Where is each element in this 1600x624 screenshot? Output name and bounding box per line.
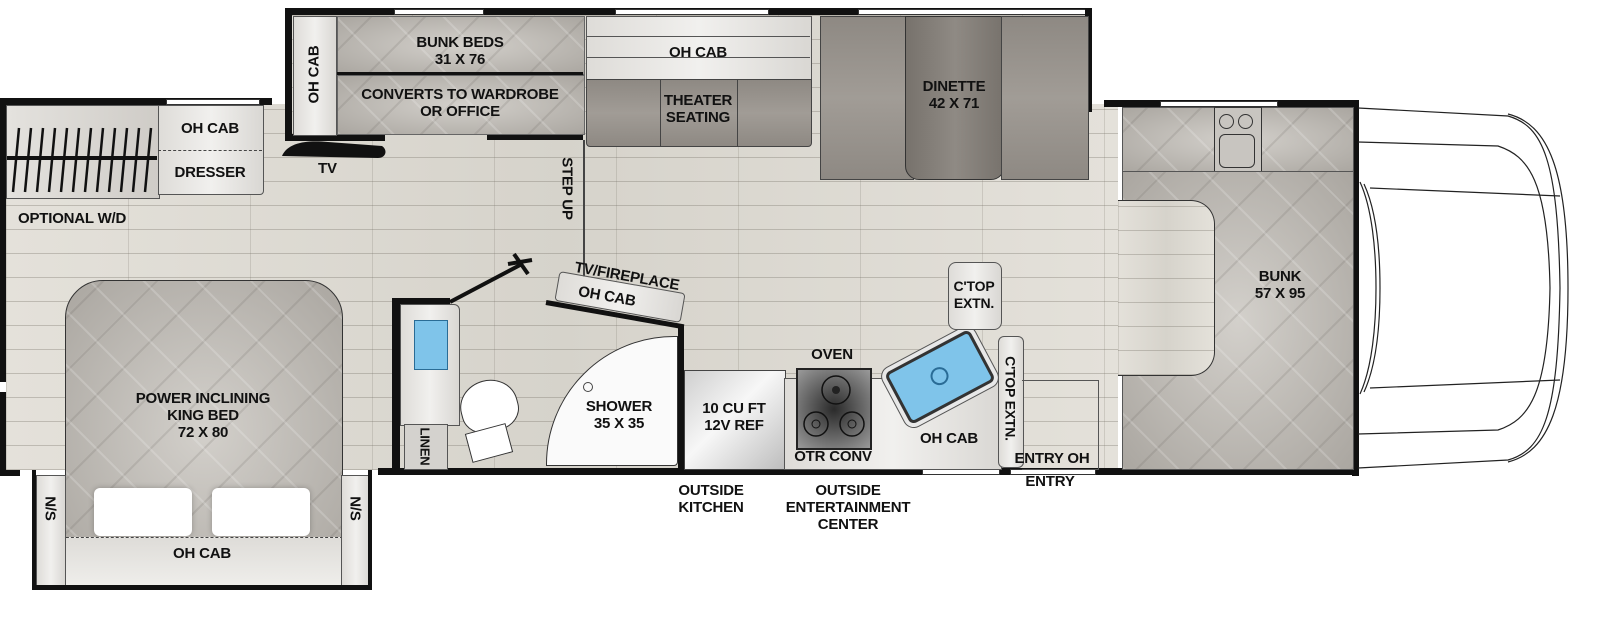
divider-dashed xyxy=(158,150,262,151)
nightstand-left xyxy=(36,475,66,587)
theater-seat-2 xyxy=(660,79,738,147)
hanging-rod-icon xyxy=(7,127,157,193)
stovetop-icon xyxy=(796,368,872,450)
bath-wall-top xyxy=(392,298,450,304)
refrigerator xyxy=(684,370,786,470)
bed-slide-wall-bottom xyxy=(32,585,372,590)
laundry-closet xyxy=(6,105,160,199)
bunk-label: BUNK 57 X 95 xyxy=(1254,268,1306,302)
shower-label: SHOWER 35 X 35 xyxy=(585,398,653,432)
wall-bottom-main xyxy=(378,468,1359,475)
bunk-beds-label: BUNK BEDS 31 X 76 xyxy=(416,34,504,68)
theater-cab-lines xyxy=(586,36,810,58)
bunk-oh-cab-label: OH CAB xyxy=(305,45,323,104)
wall-front-right xyxy=(1352,100,1359,476)
theater-label: THEATER SEATING xyxy=(663,92,733,126)
fridge-label: 10 CU FT 12V REF xyxy=(702,400,766,434)
cab-bunk-upper xyxy=(1122,107,1354,173)
wall-bunk-bottom xyxy=(285,134,385,141)
rear-oh-cab-label: OH CAB xyxy=(181,120,239,137)
truck-cab-outline-icon xyxy=(1358,107,1569,469)
step-up-line xyxy=(583,140,585,300)
entry-label: ENTRY xyxy=(1025,473,1075,490)
window-dinette xyxy=(858,9,1092,15)
wall-bunk-bottom-2 xyxy=(487,134,583,140)
bunk-divider xyxy=(337,72,583,75)
oven-label: OVEN xyxy=(811,346,853,363)
bath-wall-left xyxy=(392,298,400,470)
entry-oh-label: ENTRY OH xyxy=(1014,450,1090,467)
theater-oh-cabinet xyxy=(586,16,812,81)
bed-oh-cab-label: OH CAB xyxy=(173,545,231,562)
wall-slide-left xyxy=(285,8,292,138)
ctop-extension-1 xyxy=(948,262,1002,330)
bed-oh-cabinet xyxy=(36,537,368,586)
dinette-bench-left xyxy=(820,16,914,180)
window-theater xyxy=(615,9,769,15)
tv-icon xyxy=(282,141,386,158)
theater-seat-3 xyxy=(737,79,812,147)
wall-bottom-left xyxy=(0,470,20,476)
pillow-right xyxy=(212,488,310,536)
wardrobe-mattress xyxy=(337,75,585,135)
burner-icon xyxy=(803,375,865,437)
ctop-extn-1-label: C'TOP EXTN. xyxy=(953,278,995,311)
kitchen-oh-cab-label: OH CAB xyxy=(920,430,978,447)
ctop-extn-2-label: C'TOP EXTN. xyxy=(1002,356,1019,441)
door-swing-icon xyxy=(449,252,533,304)
wall-rear-top xyxy=(0,98,272,105)
otr-conv-label: OTR CONV xyxy=(794,448,872,465)
cab-bunk-cutout xyxy=(1118,200,1215,376)
entry-step xyxy=(1022,380,1099,470)
dinette-bench-right xyxy=(1001,16,1089,180)
wardrobe-label: CONVERTS TO WARDROBE OR OFFICE xyxy=(361,86,559,120)
theater-seat-1 xyxy=(586,79,661,147)
shower-wall-right xyxy=(678,326,684,470)
bath-sink-icon xyxy=(414,320,448,370)
wall-rear-left-lower xyxy=(0,392,6,474)
drain-icon xyxy=(927,363,952,389)
window-cab-bunk xyxy=(1160,101,1278,107)
dinette-label: DINETTE 42 X 71 xyxy=(922,78,986,112)
linen-closet xyxy=(404,424,448,470)
dresser-label: DRESSER xyxy=(174,164,246,181)
step-up-label: STEP UP xyxy=(558,157,576,220)
shower-drain-icon xyxy=(583,382,593,392)
cab-sink-icon xyxy=(1214,107,1262,173)
linen-label: LINEN xyxy=(417,427,433,466)
dinette-table xyxy=(905,16,1005,180)
bed-slide-wall-right xyxy=(368,470,372,590)
tv-rear-label: TV xyxy=(318,160,337,177)
window-rear xyxy=(166,99,260,105)
nightstand-left-label: N/S xyxy=(41,496,59,521)
outside-kitchen-label: OUTSIDE KITCHEN xyxy=(678,482,744,516)
bunk-beds-mattress xyxy=(337,16,585,75)
pillow-left xyxy=(94,488,192,536)
king-bed-label: POWER INCLINING KING BED 72 X 80 xyxy=(135,390,271,441)
optional-wd-label: OPTIONAL W/D xyxy=(18,210,127,227)
wall-rear-left xyxy=(0,98,6,382)
bed-slide-wall-left xyxy=(32,470,36,590)
bunk-oh-cabinet xyxy=(293,16,337,136)
theater-oh-cab-label: OH CAB xyxy=(669,44,727,61)
nightstand-right-label: N/S xyxy=(346,496,364,521)
ctop-extension-2 xyxy=(998,336,1024,468)
window-bunk xyxy=(394,9,484,15)
outside-entertainment-label: OUTSIDE ENTERTAINMENT CENTER xyxy=(785,482,911,533)
